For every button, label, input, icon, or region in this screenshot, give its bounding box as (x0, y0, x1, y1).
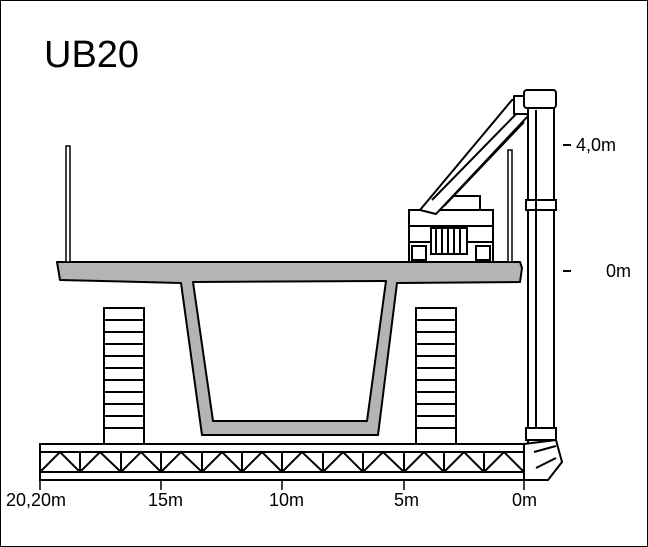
distance-label-5m: 5m (394, 490, 420, 510)
platform-hinge (523, 438, 564, 481)
left-railing-post (65, 145, 71, 263)
height-label-top: 4,0m (576, 135, 617, 155)
left-pier (103, 307, 145, 447)
vertical-mast (523, 89, 557, 445)
right-pier (415, 307, 457, 447)
diagram-title: UB20 (44, 34, 140, 76)
inspection-truck (408, 195, 494, 263)
distance-label-10m: 10m (269, 490, 305, 510)
right-railing-post (507, 149, 513, 263)
distance-label-0m: 0m (512, 490, 538, 510)
truss-platform (39, 443, 525, 481)
height-label-zero: 0m (606, 261, 632, 281)
distance-label-15m: 15m (148, 490, 184, 510)
distance-label-20m: 20,20m (6, 490, 67, 510)
box-girder-void (192, 280, 387, 422)
